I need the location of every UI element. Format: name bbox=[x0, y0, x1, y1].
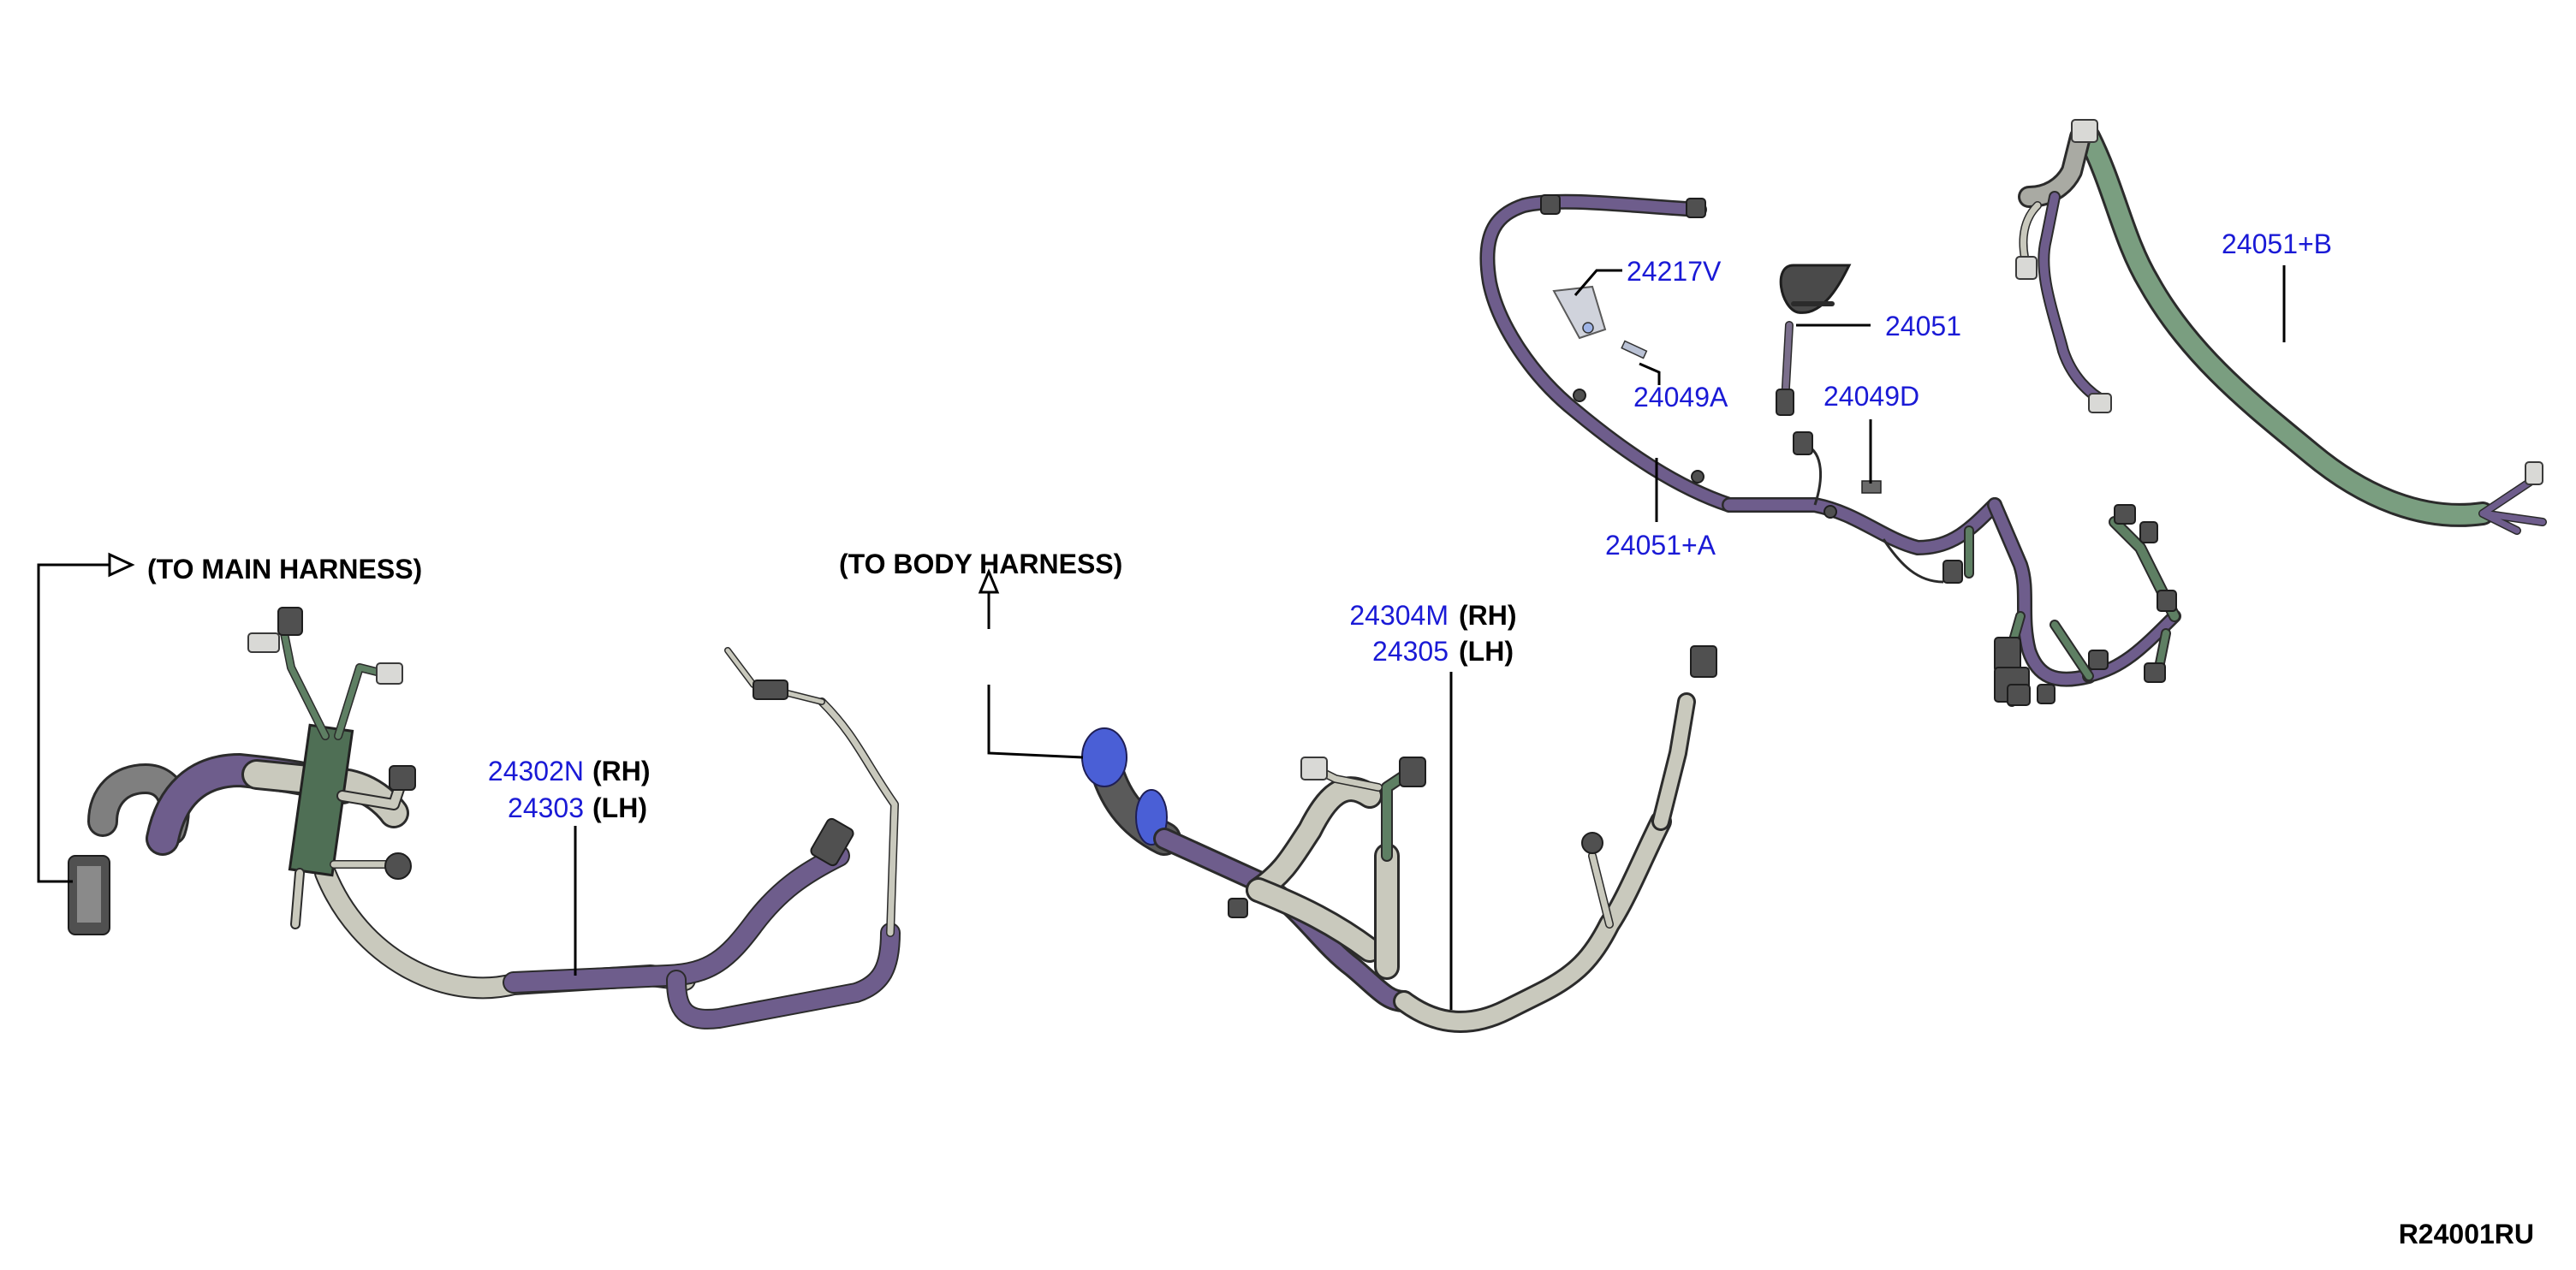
part-number-24051a[interactable]: 24051+A bbox=[1605, 530, 1716, 561]
part-number-24305[interactable]: 24305 bbox=[1372, 636, 1449, 667]
part-number-24049d[interactable]: 24049D bbox=[1823, 381, 1919, 412]
harness-24304m-24305 bbox=[1081, 645, 1717, 1033]
part-number-24049a[interactable]: 24049A bbox=[1633, 382, 1728, 412]
harness-24051b bbox=[2015, 119, 2547, 535]
rh-label-24304m: (RH) bbox=[1459, 600, 1517, 631]
part-number-24051[interactable]: 24051 bbox=[1885, 311, 1961, 341]
to-main-harness-leader bbox=[37, 552, 135, 883]
drawing-code: R24001RU bbox=[2399, 1219, 2534, 1249]
lh-label-24305: (LH) bbox=[1459, 636, 1514, 667]
part-number-24303[interactable]: 24303 bbox=[508, 792, 584, 823]
to-main-harness-label: (TO MAIN HARNESS) bbox=[147, 554, 422, 585]
part-number-24217v[interactable]: 24217V bbox=[1627, 256, 1722, 287]
part-number-24304m[interactable]: 24304M bbox=[1349, 600, 1449, 631]
part-number-24302n[interactable]: 24302N bbox=[488, 756, 584, 786]
leader-lines bbox=[574, 265, 2286, 1010]
lh-label-24303: (LH) bbox=[592, 792, 647, 823]
to-body-harness-leader bbox=[978, 568, 1084, 759]
rh-label-24302n: (RH) bbox=[592, 756, 651, 786]
harness-24051a bbox=[1479, 193, 2181, 707]
to-body-harness-label: (TO BODY HARNESS) bbox=[839, 549, 1122, 579]
part-number-24051b[interactable]: 24051+B bbox=[2222, 228, 2332, 259]
harness-24302n-24303 bbox=[68, 607, 901, 1030]
